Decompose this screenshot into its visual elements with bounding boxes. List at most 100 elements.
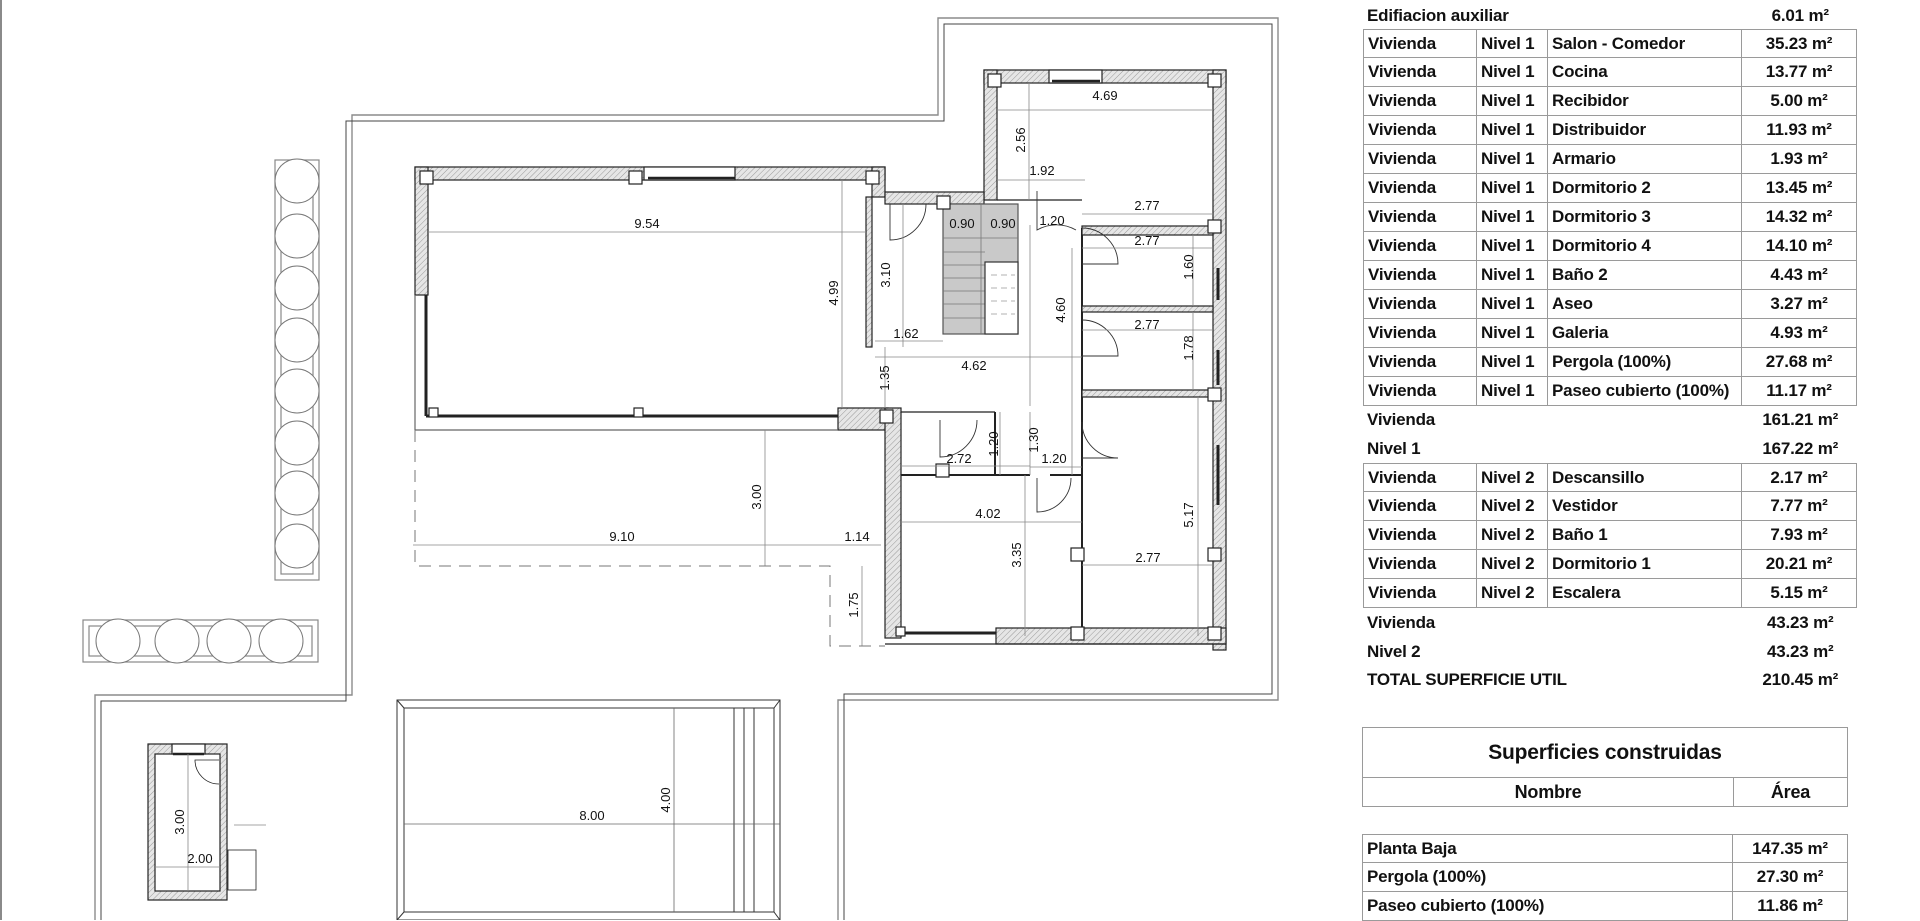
- svg-text:4.00: 4.00: [658, 787, 673, 812]
- cell-tipo: Vivienda: [1364, 377, 1477, 405]
- cell-area: 27.30 m²: [1756, 867, 1824, 886]
- cell-nombre: Pergola (100%): [1363, 863, 1733, 891]
- cell-tipo: Vivienda: [1364, 492, 1477, 520]
- cell-area: 11.86 m²: [1757, 896, 1823, 915]
- tree-icons-horizontal: [95, 618, 304, 664]
- cell-tipo: Vivienda: [1364, 203, 1477, 231]
- sheet-border: [0, 0, 2, 920]
- dimension-labels: 9.54 4.99 3.10 1.62 0.90 0.90 1.20 4.60 …: [172, 88, 1196, 866]
- svg-text:4.60: 4.60: [1053, 297, 1068, 322]
- cell-nivel: Nivel 1: [1477, 30, 1548, 57]
- cell-nivel: Nivel 1: [1477, 203, 1548, 231]
- cell-tipo: Vivienda: [1364, 319, 1477, 347]
- table-row: Paseo cubierto (100%) 11.86 m²: [1362, 892, 1848, 921]
- svg-text:2.00: 2.00: [187, 851, 212, 866]
- dimension-lines: [234, 83, 1213, 826]
- summary-row-auxiliar: Edifiacion auxiliar 6.01 m²: [1367, 5, 1829, 25]
- cell-nivel: Nivel 1: [1477, 348, 1548, 376]
- cell-nombre: Paseo cubierto (100%): [1548, 377, 1742, 405]
- cell-area: 3.27 m²: [1770, 294, 1828, 313]
- svg-text:4.62: 4.62: [961, 358, 986, 373]
- svg-text:1.30: 1.30: [1026, 427, 1041, 452]
- cell-nivel: Nivel 1: [1477, 145, 1548, 173]
- column-header-area: Área: [1770, 781, 1811, 802]
- cell-tipo: Vivienda: [1364, 116, 1477, 144]
- cell-nombre: Escalera: [1548, 579, 1742, 607]
- svg-text:9.54: 9.54: [634, 216, 659, 231]
- cell-tipo: Vivienda: [1364, 232, 1477, 260]
- cell-nivel: Nivel 2: [1477, 464, 1548, 491]
- cell-nombre: Dormitorio 1: [1548, 550, 1742, 578]
- cell-tipo: Vivienda: [1364, 261, 1477, 289]
- cell-area: 2.17 m²: [1770, 467, 1828, 487]
- swimming-pool: [396, 699, 781, 920]
- svg-text:1.78: 1.78: [1181, 335, 1196, 360]
- cell-nombre: Planta Baja: [1363, 835, 1733, 862]
- cell-nombre: Baño 2: [1548, 261, 1742, 289]
- cell-nombre: Dormitorio 2: [1548, 174, 1742, 202]
- svg-text:2.56: 2.56: [1013, 127, 1028, 152]
- svg-text:2.77: 2.77: [1134, 233, 1159, 248]
- cell-nivel: Nivel 1: [1477, 87, 1548, 115]
- tree-icons-vertical: [274, 158, 320, 569]
- cell-nivel: Nivel 1: [1477, 319, 1548, 347]
- cell-area: 13.45 m²: [1765, 178, 1833, 197]
- door-swings: [889, 191, 1119, 513]
- cell-tipo: Vivienda: [1364, 579, 1477, 607]
- svg-text:8.00: 8.00: [579, 808, 604, 823]
- svg-text:5.17: 5.17: [1181, 502, 1196, 527]
- total-row-nivel1: Nivel 1 167.22 m²: [1367, 438, 1839, 458]
- cell-area: 4.43 m²: [1770, 265, 1828, 284]
- cell-area: 35.23 m²: [1765, 33, 1833, 53]
- svg-text:0.90: 0.90: [990, 216, 1015, 231]
- cell-nombre: Distribuidor: [1548, 116, 1742, 144]
- cell-area: 14.32 m²: [1765, 207, 1833, 226]
- svg-text:1.14: 1.14: [844, 529, 869, 544]
- cell-nivel: Nivel 2: [1477, 521, 1548, 549]
- svg-text:1.75: 1.75: [846, 592, 861, 617]
- cell-nivel: Nivel 1: [1477, 261, 1548, 289]
- cell-tipo: Vivienda: [1364, 348, 1477, 376]
- cell-tipo: Vivienda: [1364, 145, 1477, 173]
- svg-text:1.92: 1.92: [1029, 163, 1054, 178]
- svg-text:3.00: 3.00: [749, 484, 764, 509]
- cell-nivel: Nivel 2: [1477, 550, 1548, 578]
- cell-nivel: Nivel 1: [1477, 290, 1548, 318]
- cell-nombre: Dormitorio 3: [1548, 203, 1742, 231]
- cell-area: 11.93 m²: [1766, 120, 1832, 139]
- cell-nivel: Nivel 1: [1477, 174, 1548, 202]
- cell-area: 5.15 m²: [1770, 583, 1828, 602]
- cell-area: 20.21 m²: [1765, 554, 1833, 573]
- svg-text:4.02: 4.02: [975, 506, 1000, 521]
- site-boundary: [94, 17, 1279, 920]
- built-area-header: Nombre Área: [1362, 778, 1848, 807]
- auxiliary-building: [147, 743, 257, 901]
- svg-text:1.60: 1.60: [1181, 254, 1196, 279]
- cell-nombre: Salon - Comedor: [1548, 30, 1742, 57]
- cell-nombre: Aseo: [1548, 290, 1742, 318]
- svg-text:0.90: 0.90: [949, 216, 974, 231]
- cell-area: 14.10 m²: [1765, 236, 1833, 255]
- cell-tipo: Vivienda: [1364, 58, 1477, 86]
- cell-nombre: Paseo cubierto (100%): [1363, 892, 1733, 920]
- cell-nivel: Nivel 2: [1477, 579, 1548, 607]
- built-area-table: Superficies construidas Nombre Área Plan…: [1362, 727, 1848, 921]
- cell-nivel: Nivel 2: [1477, 492, 1548, 520]
- built-area-title: Superficies construidas: [1362, 727, 1848, 778]
- svg-text:4.99: 4.99: [826, 280, 841, 305]
- planter-horizontal: [82, 619, 319, 663]
- cell-nombre: Armario: [1548, 145, 1742, 173]
- cell-area: 11.17 m²: [1766, 381, 1832, 400]
